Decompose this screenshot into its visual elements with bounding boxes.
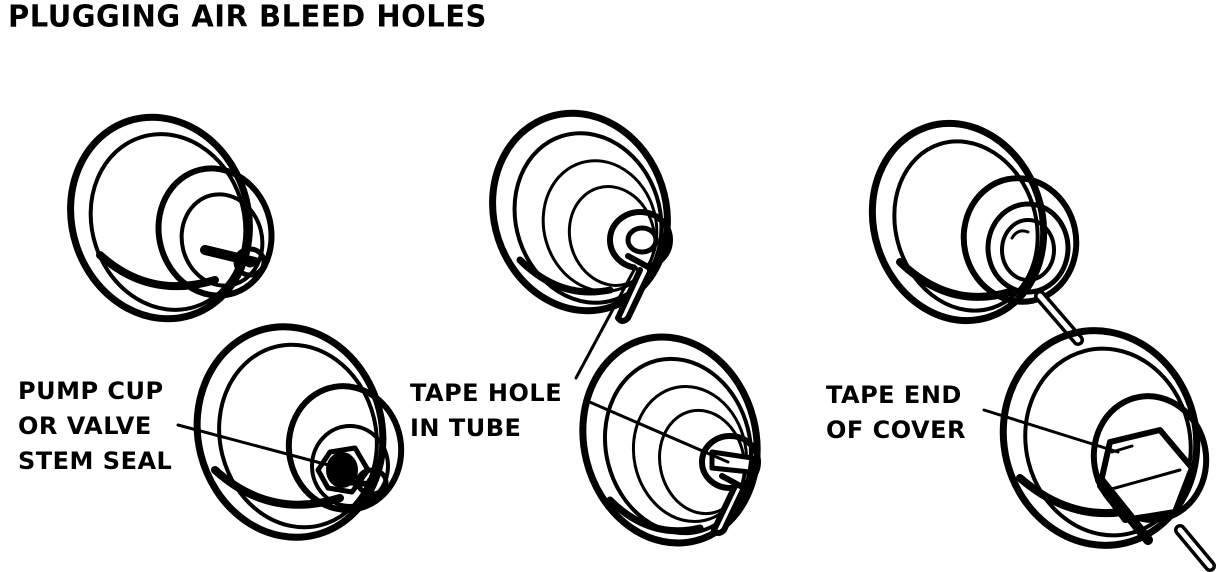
callout-pump-cup-line-3: STEM SEAL: [18, 447, 173, 475]
diagram-title: PLUGGING AIR BLEED HOLES: [8, 0, 487, 34]
callout-tape-end-line-2: OF COVER: [826, 416, 966, 444]
leader-tape-hole-lower: [583, 398, 730, 464]
leader-tape-end: [982, 408, 1120, 454]
booster-bottom-right: [999, 327, 1216, 572]
callout-pump-cup-line-1: PUMP CUP: [18, 377, 164, 405]
callout-tape-end: TAPE END OF COVER: [826, 378, 966, 448]
callout-tape-hole-line-1: TAPE HOLE: [410, 379, 563, 407]
booster-top-center: [489, 109, 673, 324]
callout-pump-cup: PUMP CUP OR VALVE STEM SEAL: [18, 374, 172, 479]
leader-tape-hole-upper: [574, 268, 636, 380]
booster-top-left: [67, 113, 275, 323]
booster-bottom-left: [193, 323, 405, 541]
callout-pump-cup-line-2: OR VALVE: [18, 412, 152, 440]
booster-top-right: [868, 119, 1084, 346]
booster-bottom-center: [579, 333, 761, 547]
callout-tape-hole-line-2: IN TUBE: [410, 414, 522, 442]
callout-tape-hole: TAPE HOLE IN TUBE: [410, 376, 562, 446]
leader-pump-cup: [176, 423, 334, 468]
leader-lines: [176, 268, 1120, 468]
callout-tape-end-line-1: TAPE END: [826, 381, 962, 409]
